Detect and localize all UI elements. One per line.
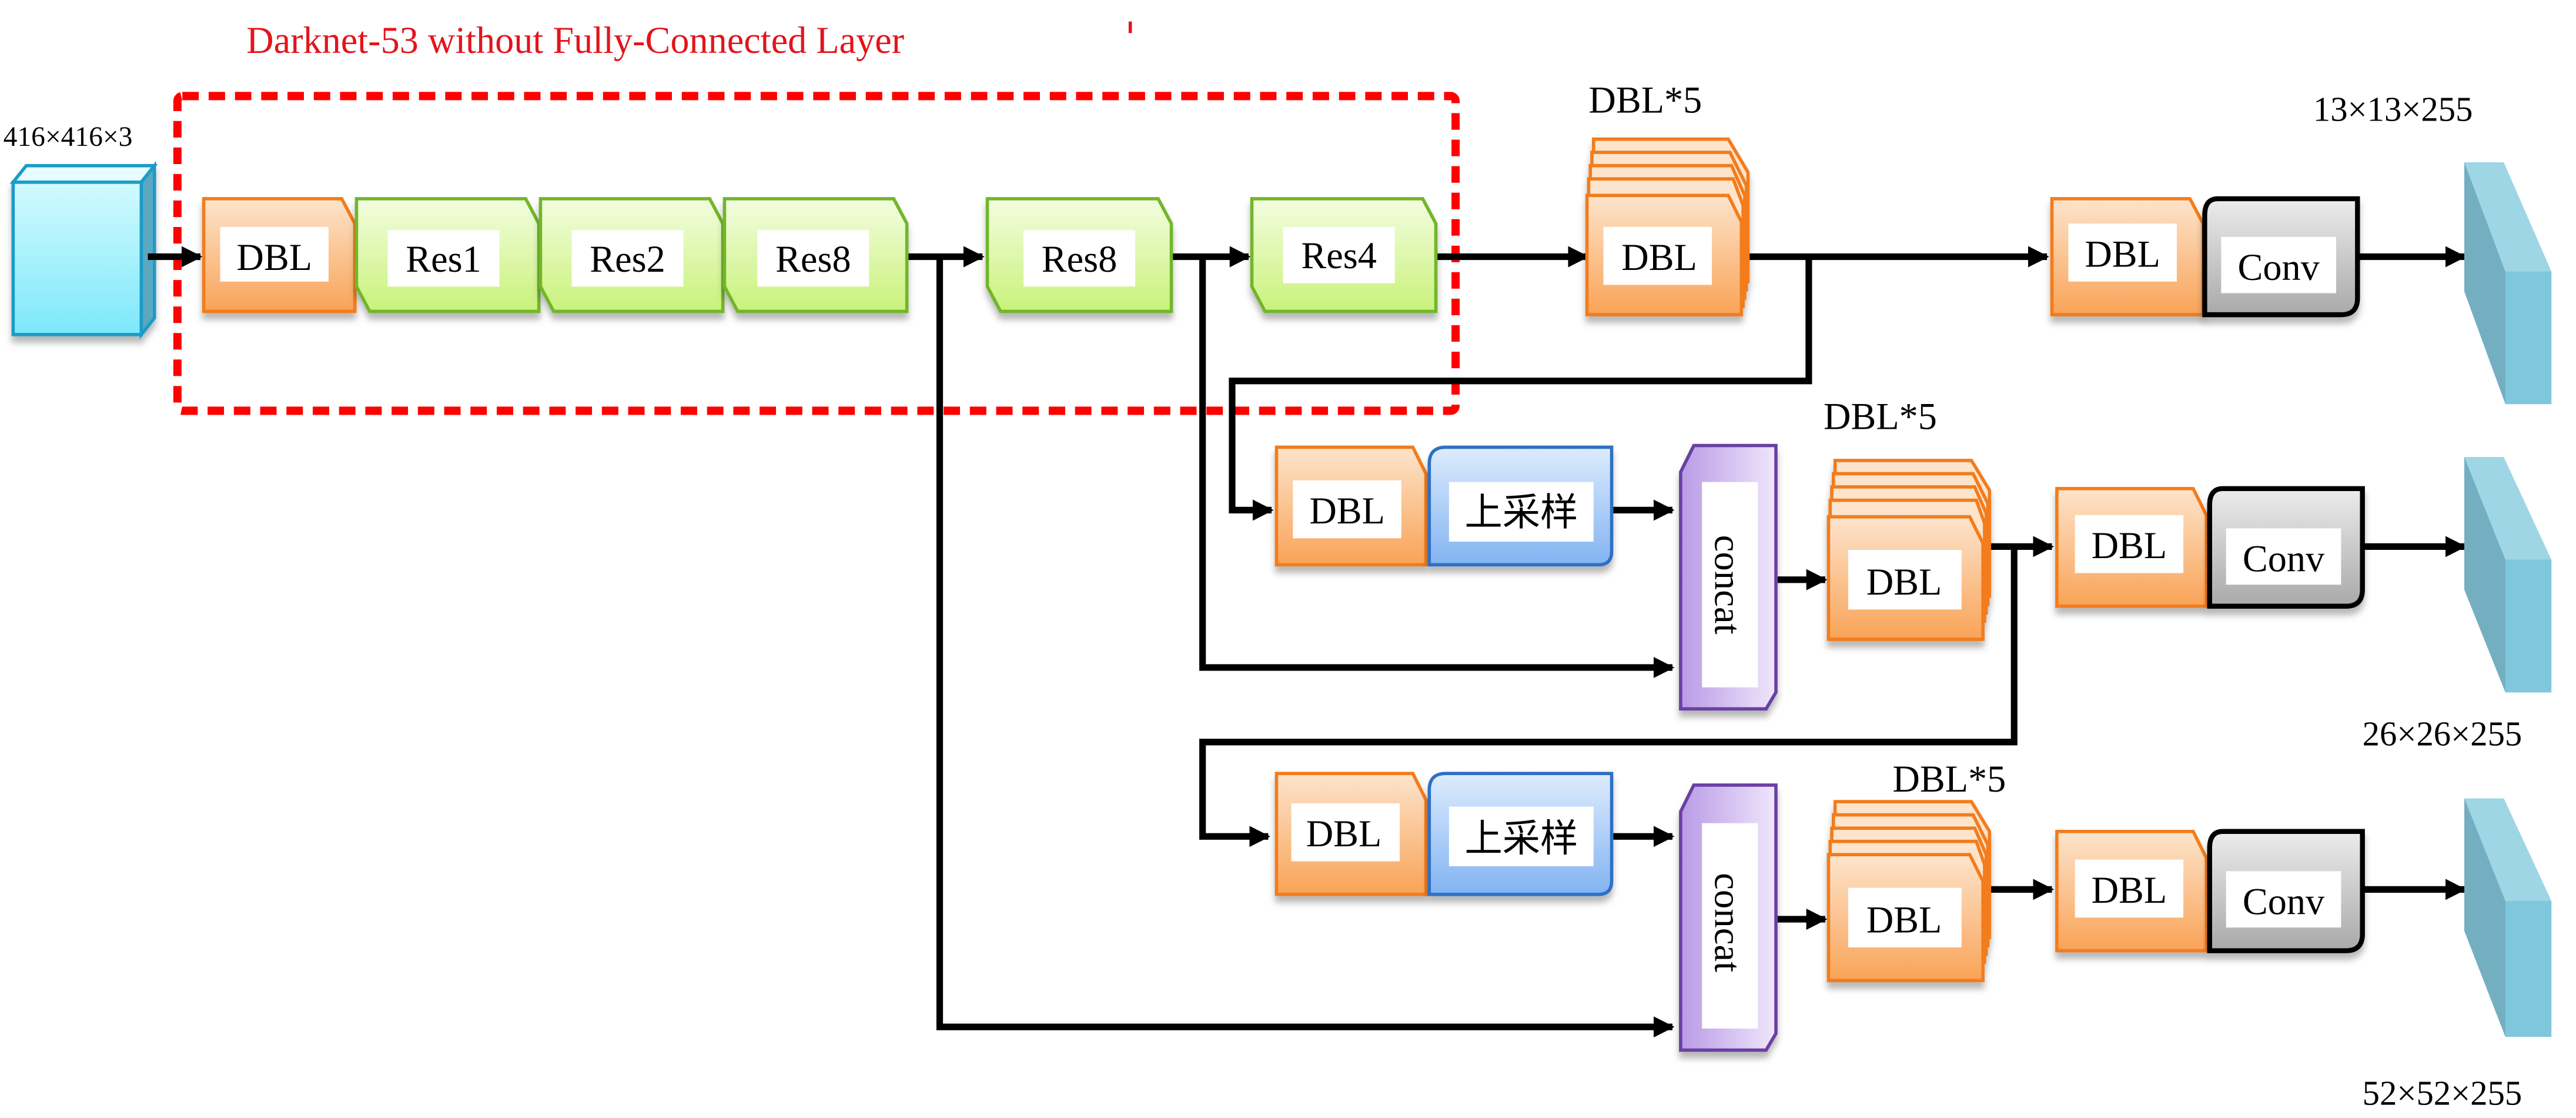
backbone-block-res1: Res1 — [354, 197, 541, 313]
block-label: DBL — [2092, 869, 2167, 911]
backbone-block-res8-b: Res8 — [985, 197, 1173, 313]
block-label: DBL — [1866, 899, 1942, 940]
branch3-dbl: DBL — [1274, 772, 1428, 896]
branch3-concat: concat — [1679, 783, 1778, 1052]
block-label: Res4 — [1301, 235, 1377, 276]
branch1-output-feature-map — [2464, 162, 2552, 405]
block-label: Conv — [2243, 538, 2325, 579]
input-size-label: 416×416×3 — [4, 122, 133, 152]
branch2-dbl: DBL — [1274, 445, 1428, 567]
branch2-output-size: 26×26×255 — [2363, 715, 2523, 753]
block-label: Res8 — [1042, 238, 1118, 280]
connection-wires — [148, 246, 2467, 1038]
block-label: concat — [1707, 535, 1749, 635]
branch1-dbl-stack: DBL — [1585, 137, 1750, 316]
branch3-dbl-stack: DBL — [1826, 800, 1992, 983]
block-label: DBL — [2092, 525, 2167, 566]
block-label: DBL — [236, 236, 312, 278]
block-label: Res1 — [406, 238, 481, 280]
backbone-block-dbl: DBL — [202, 197, 357, 313]
block-label: Res8 — [775, 238, 851, 280]
branch2-output-feature-map — [2464, 457, 2552, 693]
block-label: DBL — [1306, 813, 1382, 855]
branch1-head-conv: Conv — [2202, 196, 2360, 318]
branch2-stack-caption: DBL*5 — [1824, 395, 1937, 437]
block-label: concat — [1707, 873, 1749, 972]
branch2-head-conv: Conv — [2207, 486, 2365, 609]
branch1-stack-caption: DBL*5 — [1588, 79, 1702, 121]
block-label: 上采样 — [1464, 817, 1578, 859]
branch1-head-dbl: DBL — [2050, 197, 2205, 316]
block-label: Conv — [2238, 246, 2320, 288]
block-label: DBL — [1621, 236, 1697, 278]
branch2-dbl-stack: DBL — [1826, 459, 1992, 641]
branch2-head-dbl: DBL — [2055, 486, 2208, 608]
block-label: 上采样 — [1464, 492, 1578, 533]
branch3-head-conv: Conv — [2207, 829, 2365, 953]
backbone-title: Darknet-53 without Fully-Connected Layer — [246, 19, 904, 61]
branch3-upsample: 上采样 — [1427, 772, 1614, 896]
backbone-block-res8-a: Res8 — [722, 197, 909, 313]
branch2-concat: concat — [1679, 443, 1778, 711]
branch3-output-feature-map — [2464, 798, 2552, 1037]
branch3-output-size: 52×52×255 — [2363, 1074, 2523, 1112]
input-tensor-cube — [9, 161, 158, 339]
branch2-upsample: 上采样 — [1427, 445, 1614, 567]
stray-red-mark — [1128, 21, 1132, 34]
block-label: DBL — [2085, 233, 2160, 275]
branch1-output-size: 13×13×255 — [2313, 90, 2473, 128]
block-label: DBL — [1866, 561, 1942, 603]
block-label: Conv — [2243, 880, 2325, 922]
branch3-head-dbl: DBL — [2055, 829, 2208, 953]
block-label: DBL — [1309, 490, 1385, 532]
block-label: Res2 — [590, 238, 665, 280]
backbone-block-res2: Res2 — [538, 197, 725, 313]
backbone-block-res4: Res4 — [1250, 197, 1438, 313]
branch3-stack-caption: DBL*5 — [1892, 758, 2006, 800]
